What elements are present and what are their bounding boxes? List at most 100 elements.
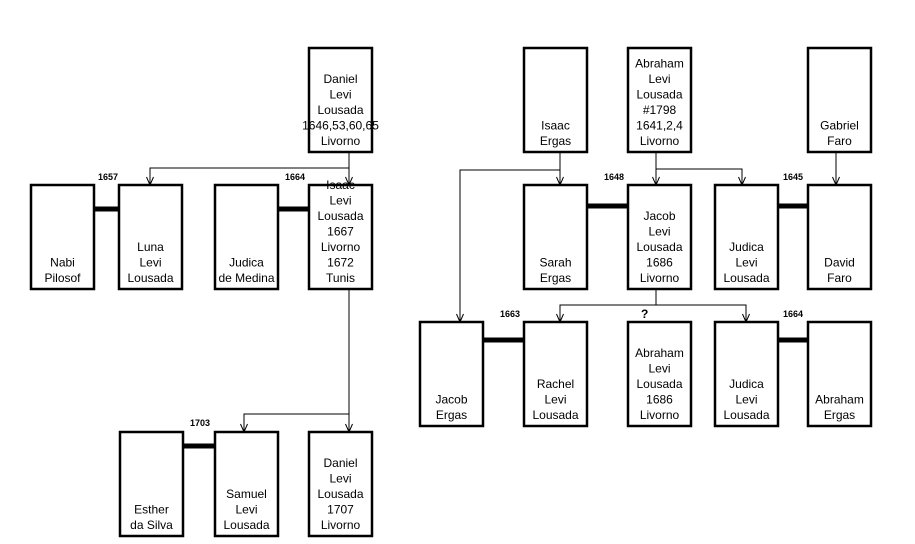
person-name-line: Daniel xyxy=(323,456,357,470)
person-name-line: Samuel xyxy=(226,487,267,501)
marriage-year-label: 1663 xyxy=(500,309,520,319)
person-name-line: 1686 xyxy=(646,393,673,407)
person-name-line: Levi xyxy=(544,393,566,407)
person-name-line: Lousada xyxy=(223,518,269,532)
person-name-line: Lousada xyxy=(532,408,578,422)
person-name-line: Abraham xyxy=(635,57,684,71)
person-name-line: #1798 xyxy=(643,103,677,117)
connector-jacob-to-children-left xyxy=(559,289,657,322)
person-name-line: Levi xyxy=(648,72,670,86)
connector-isaac-to-children xyxy=(243,289,350,432)
marriage-year-label: 1645 xyxy=(783,172,803,182)
person-box-frame xyxy=(713,320,780,428)
person-name-line: Tunis xyxy=(326,271,355,285)
person-name-line: Levi xyxy=(735,393,757,407)
person-name-line: 1667 xyxy=(327,225,354,239)
person-name-line: Levi xyxy=(235,503,257,517)
marriage-year-label: 1664 xyxy=(285,172,305,182)
person-name-line: David xyxy=(824,256,855,270)
person-name-line: 1672 xyxy=(327,256,354,270)
person-box-frame xyxy=(806,320,873,428)
person-box-frame xyxy=(117,183,184,291)
person-box-frame xyxy=(522,183,589,291)
person-box-frame xyxy=(806,183,873,291)
person-name-line: 1646,53,60,65 xyxy=(302,119,379,133)
person-name-line: Levi xyxy=(648,362,670,376)
person-name-line: da Silva xyxy=(130,518,173,532)
person-name-line: Isaac xyxy=(326,178,355,192)
person-name-line: Lousada xyxy=(317,103,363,117)
person-name-line: 1707 xyxy=(327,503,354,517)
person-name-line: de Medina xyxy=(218,271,274,285)
person-box-frame xyxy=(307,46,374,154)
person-name-line: Levi xyxy=(329,472,351,486)
person-name-line: Livorno xyxy=(321,240,361,254)
person-name-line: Livorno xyxy=(640,271,680,285)
person-box-frame xyxy=(418,320,485,428)
person-box-frame xyxy=(806,46,873,154)
person-name-line: Esther xyxy=(134,503,169,517)
person-name-line: Nabi xyxy=(50,256,75,270)
marriage-year-label: 1664 xyxy=(783,309,803,319)
person-name-line: Isaac xyxy=(541,119,570,133)
person-box-frame xyxy=(29,183,96,291)
person-name-line: Levi xyxy=(735,256,757,270)
connectors xyxy=(146,152,840,434)
person-name-line: Pilosof xyxy=(44,271,81,285)
person-name-line: Lousada xyxy=(636,240,682,254)
person-name-line: Ergas xyxy=(824,408,855,422)
person-name-line: 1686 xyxy=(646,256,673,270)
person-name-line: Ergas xyxy=(540,271,571,285)
person-name-line: Judica xyxy=(229,256,264,270)
person-name-line: Rachel xyxy=(537,377,574,391)
person-box-frame xyxy=(713,183,780,291)
connector-abraham-to-children xyxy=(655,152,743,185)
person-box-frame xyxy=(118,430,185,538)
person-name-line: Ergas xyxy=(436,408,467,422)
person-name-line: Faro xyxy=(827,271,852,285)
marriage-year-label: 1657 xyxy=(98,172,118,182)
person-name-line: 1641,2,4 xyxy=(636,119,683,133)
person-name-line: Lousada xyxy=(723,271,769,285)
person-name-line: Lousada xyxy=(127,271,173,285)
person-name-line: Lousada xyxy=(636,377,682,391)
marriage-year-label: 1703 xyxy=(190,418,210,428)
person-box-frame xyxy=(522,320,589,428)
connector-jacob-to-children-right xyxy=(656,304,747,322)
person-name-line: Judica xyxy=(729,240,764,254)
person-name-line: Lousada xyxy=(317,487,363,501)
person-box-frame xyxy=(626,320,693,428)
uncertain-parentage-mark: ? xyxy=(641,307,648,321)
person-name-line: Lousada xyxy=(317,209,363,223)
person-box-frame xyxy=(213,430,280,538)
person-name-line: Faro xyxy=(827,134,852,148)
person-boxes: DanielLeviLousada1646,53,60,65LivornoNab… xyxy=(29,46,873,538)
person-name-line: Sarah xyxy=(539,256,571,270)
person-name-line: Jacob xyxy=(643,209,675,223)
marriage-bars xyxy=(94,203,808,449)
person-box-frame xyxy=(307,430,374,538)
person-name-line: Jacob xyxy=(435,393,467,407)
connector-isaac-ergas-to-jacob-ergas xyxy=(459,152,561,322)
